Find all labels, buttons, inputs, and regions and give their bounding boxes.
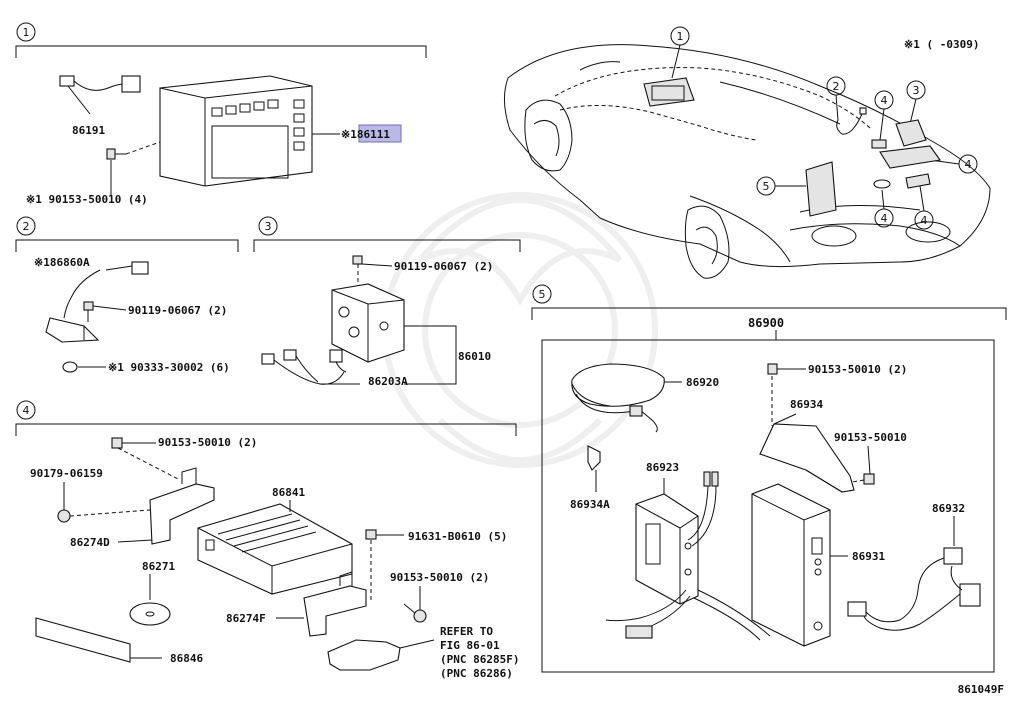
section-3-number: 3 (265, 220, 272, 233)
bolt-icon (352, 255, 393, 290)
part-86274F-bracket[interactable] (276, 571, 367, 637)
bolt-icon (111, 437, 181, 481)
label-90179-06159: 90179-06159 (30, 467, 103, 480)
label-86932: 86932 (932, 502, 965, 515)
screw-icon (106, 141, 161, 196)
part-86010-module[interactable] (331, 283, 457, 385)
part-86274D-bracket[interactable] (117, 467, 215, 545)
label-90153-50010: 90153-50010 (834, 431, 907, 444)
section-1: 1 86191 ※1 90153-50010 (4) (15, 22, 427, 206)
car-callouts: 1 2 4 3 4 5 4 4 (643, 26, 978, 230)
section-4: 4 90153-50010 (2) 90179-06159 86274D (15, 400, 519, 680)
svg-text:4: 4 (965, 158, 972, 171)
disc-icon[interactable] (129, 574, 171, 626)
nut-icon (57, 482, 151, 523)
bolt-icon (83, 301, 127, 322)
kit-box-86900 (541, 339, 995, 673)
part-86203A-harness[interactable] (261, 349, 360, 385)
part-86841-changer[interactable] (197, 500, 353, 595)
label-86841: 86841 (272, 486, 305, 499)
svg-text:4: 4 (881, 212, 888, 225)
section-5: 5 86900 86920 90153-50010 (2) 86934 9015… (531, 284, 1007, 673)
part-86923-receiver[interactable] (605, 471, 771, 641)
model-note: ※1 ( -0309) (904, 38, 979, 51)
callout-display-unit (643, 77, 695, 107)
label-86274F: 86274F (226, 612, 266, 625)
label-86111: ※186111 (341, 128, 390, 141)
section-2-number: 2 (23, 220, 30, 233)
car-illustration (504, 44, 991, 279)
part-86191-harness[interactable] (59, 75, 141, 115)
diagram-ref-code: 861049F (958, 683, 1004, 696)
label-86934A: 86934A (570, 498, 610, 511)
part-86934A-clip[interactable] (587, 445, 601, 492)
section-4-number: 4 (23, 404, 30, 417)
part-86920-antenna[interactable] (571, 363, 682, 433)
label-90153-50010-2a: 90153-50010 (2) (158, 436, 257, 449)
label-86010: 86010 (458, 350, 491, 363)
svg-text:4: 4 (921, 214, 928, 227)
label-91631-B0610-5: 91631-B0610 (5) (408, 530, 507, 543)
refer-line-3: (PNC 86285F) (440, 653, 519, 666)
part-86934-bracket[interactable] (759, 413, 855, 493)
svg-text:4: 4 (881, 94, 888, 107)
label-90153-50010-4: ※1 90153-50010 (4) (26, 193, 148, 206)
highlight-86111 (358, 124, 402, 143)
svg-text:5: 5 (763, 180, 770, 193)
label-86203A: 86203A (368, 375, 408, 388)
bracket-icon (327, 639, 435, 671)
label-86274D: 86274D (70, 536, 110, 549)
label-86860A: ※186860A (34, 256, 90, 269)
bolt-icon (365, 529, 404, 600)
svg-text:2: 2 (833, 80, 840, 93)
refer-line-1: REFER TO (440, 625, 493, 638)
part-86932-harness[interactable] (847, 516, 981, 631)
display-buttons (211, 99, 305, 151)
section-1-number: 1 (23, 26, 30, 39)
label-90333-30002-6: ※1 90333-30002 (6) (108, 361, 230, 374)
label-90119-06067-2b: 90119-06067 (2) (394, 260, 493, 273)
label-86920: 86920 (686, 376, 719, 389)
label-90119-06067-2a: 90119-06067 (2) (128, 304, 227, 317)
section-2: 2 ※186860A 90119-06067 (2) ※1 90333-3000… (15, 216, 239, 374)
svg-text:1: 1 (677, 30, 684, 43)
label-86271: 86271 (142, 560, 175, 573)
bolt-icon (767, 363, 806, 426)
watermark-emblem (382, 192, 658, 468)
clip-icon (62, 361, 106, 373)
label-86900: 86900 (748, 316, 784, 330)
bolt-icon (403, 586, 427, 623)
part-86931-unit[interactable] (751, 483, 848, 647)
label-86846: 86846 (170, 652, 203, 665)
section-3: 3 90119-06067 (2) 86010 86203A (253, 216, 521, 388)
svg-text:3: 3 (913, 84, 920, 97)
label-90153-50010-2c: 90153-50010 (2) (808, 363, 907, 376)
screw-icon (851, 445, 875, 485)
part-86111-display-unit[interactable] (159, 75, 340, 187)
refer-line-4: (PNC 86286) (440, 667, 513, 680)
section-5-number: 5 (539, 288, 546, 301)
label-90153-50010-2b: 90153-50010 (2) (390, 571, 489, 584)
label-86923: 86923 (646, 461, 679, 474)
part-86860A-sensor[interactable] (45, 261, 149, 343)
refer-line-2: FIG 86-01 (440, 639, 500, 652)
plate-86846[interactable] (35, 617, 162, 663)
label-86191: 86191 (72, 124, 105, 137)
label-86934: 86934 (790, 398, 823, 411)
label-86931: 86931 (852, 550, 885, 563)
